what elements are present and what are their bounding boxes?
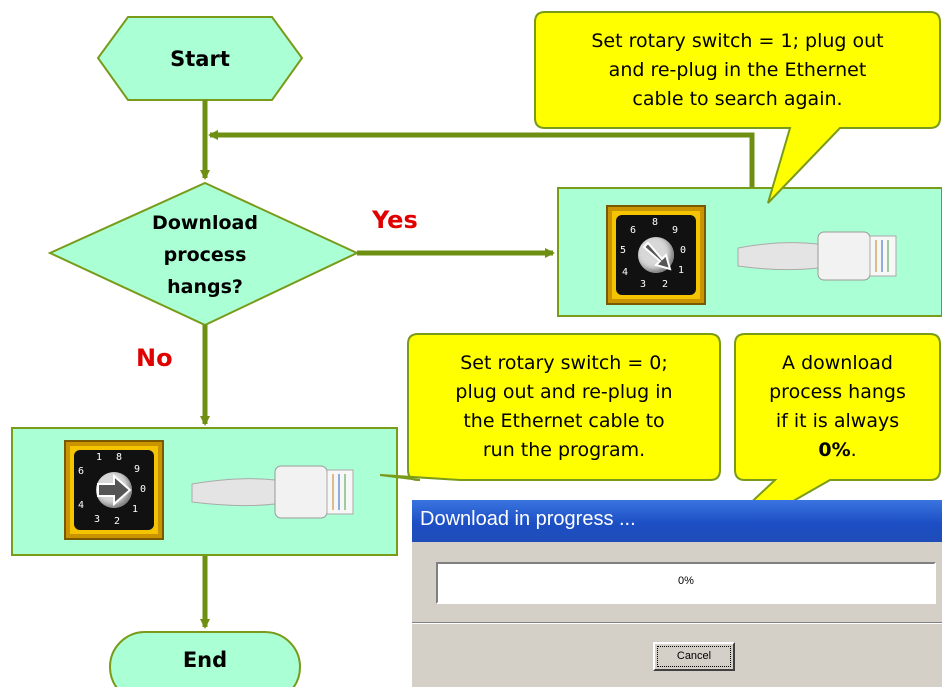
- rotary-digit: 3: [640, 279, 647, 290]
- progress-text: 0%: [678, 575, 694, 587]
- rotary-digit: 8: [116, 452, 123, 463]
- no-label: No: [136, 344, 173, 372]
- callout-top-line-1: Set rotary switch = 1; plug out: [591, 29, 884, 52]
- rotary-digit: 0: [680, 245, 687, 256]
- rotary-digit: 1: [96, 452, 103, 463]
- end-node: [109, 631, 301, 687]
- rotary-digit: 4: [78, 500, 85, 511]
- callout-right-text: A download process hangs if it is always…: [735, 334, 940, 480]
- rotary-digit: 8: [652, 217, 659, 228]
- rotary-digit: 0: [140, 484, 147, 495]
- callout-middle-line-3: the Ethernet cable to: [463, 410, 665, 432]
- callout-middle: [379, 333, 721, 481]
- ethernet-cable-icon: [737, 231, 897, 281]
- decision-label: Download process hangs?: [110, 200, 300, 310]
- cancel-button[interactable]: Cancel: [653, 642, 735, 671]
- start-label: Start: [170, 46, 230, 71]
- end-label: End: [182, 647, 228, 672]
- start-node: [96, 16, 304, 101]
- decision-line-1: Download: [152, 212, 258, 234]
- callout-middle-line-2: plug out and re-plug in: [455, 381, 673, 403]
- rotary-digit: 3: [94, 514, 101, 525]
- dialog-titlebar[interactable]: Download in progress ...: [412, 500, 942, 542]
- callout-top-line-2: and re-plug in the Ethernet: [608, 58, 867, 81]
- rotary-digit: 1: [678, 265, 685, 276]
- callout-right-line-3: if it is always: [775, 410, 900, 432]
- dialog-separator: [412, 622, 942, 624]
- rotary-digit: 4: [622, 267, 629, 278]
- callout-right-line-2: process hangs: [769, 381, 906, 403]
- rotary-digit: 2: [114, 516, 121, 527]
- progress-bar: 0%: [436, 562, 936, 604]
- callout-right-suffix: .: [850, 439, 857, 461]
- arrow-loop-back: [208, 130, 755, 188]
- callout-right-line-4: 0%.: [818, 436, 856, 465]
- rotary-digit: 9: [134, 464, 141, 475]
- callout-top-line-3: cable to search again.: [632, 87, 843, 110]
- callout-middle-line-4: run the program.: [482, 439, 646, 461]
- decision-line-2: process: [163, 244, 247, 266]
- callout-top-right: [534, 11, 941, 204]
- rotary-digit: 6: [78, 466, 85, 477]
- rotary-switch-icon: 8 9 0 1 2 3 4 5 6: [606, 205, 706, 305]
- ethernet-cable-icon: [191, 465, 354, 519]
- dialog-title: Download in progress ...: [420, 508, 636, 530]
- callout-right-line-1: A download: [782, 352, 893, 374]
- callout-right-bold: 0%: [818, 439, 851, 461]
- rotary-digit: 6: [630, 225, 637, 236]
- rotary-digit: 5: [620, 245, 627, 256]
- callout-top-right-text: Set rotary switch = 1; plug out and re-p…: [535, 12, 940, 128]
- rotary-switch-icon: 1 8 9 0 1 2 3 4 6: [64, 440, 164, 540]
- rotary-digit: 1: [132, 504, 139, 515]
- decision-line-3: hangs?: [167, 276, 243, 298]
- yes-label: Yes: [372, 206, 418, 234]
- callout-middle-line-1: Set rotary switch = 0;: [460, 352, 668, 374]
- download-dialog: Download in progress ... 0% Cancel: [410, 500, 942, 687]
- callout-middle-text: Set rotary switch = 0; plug out and re-p…: [408, 334, 720, 480]
- rotary-digit: 2: [662, 279, 669, 290]
- rotary-digit: 9: [672, 225, 679, 236]
